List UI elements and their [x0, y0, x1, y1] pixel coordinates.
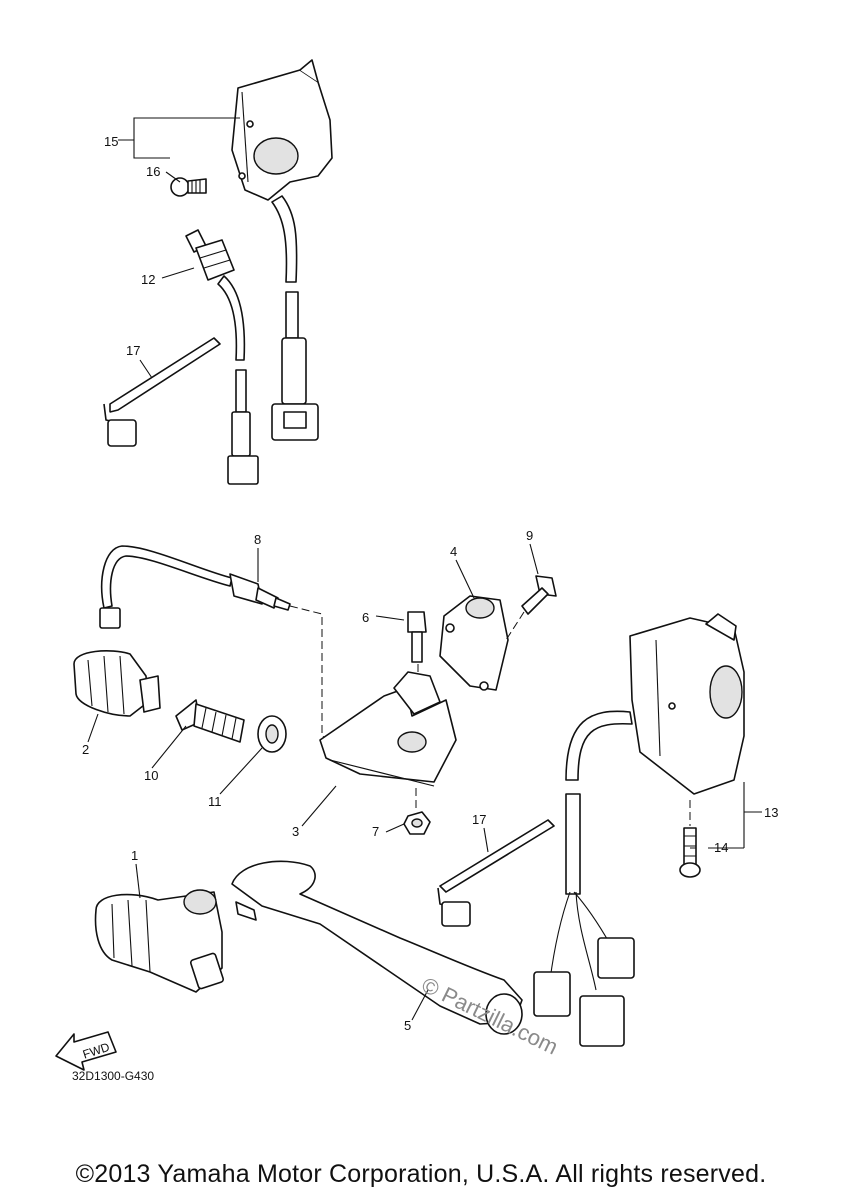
callout-12: 12 [141, 272, 155, 287]
diagram-code: 32D1300-G430 [72, 1069, 154, 1083]
part-5-lever [231, 860, 523, 1035]
part-4-bracket [439, 595, 509, 691]
part-15-cable [271, 195, 319, 441]
part-12-switch [185, 229, 259, 485]
callout-1: 1 [131, 848, 138, 863]
part-8-sensor [99, 545, 291, 629]
part-13-cable [533, 710, 635, 1047]
callout-2: 2 [82, 742, 89, 757]
callout-16: 16 [146, 164, 160, 179]
part-10-adjuster [175, 699, 245, 743]
part-9-bolt [521, 575, 557, 615]
part-17-cable-tie-upper [103, 337, 221, 447]
part-17-cable-tie-lower [437, 819, 555, 927]
part-1-clutch-switch [94, 889, 225, 993]
callout-8: 8 [254, 532, 261, 547]
copyright-notice: ©2013 Yamaha Motor Corporation, U.S.A. A… [75, 1160, 767, 1188]
callout-17-upper: 17 [126, 343, 140, 358]
callout-6: 6 [362, 610, 369, 625]
callout-5: 5 [404, 1018, 411, 1033]
part-15-switch-housing [231, 59, 333, 201]
part-11-locknut [257, 715, 287, 753]
part-2-boot [73, 650, 161, 717]
callout-7: 7 [372, 824, 379, 839]
part-7-nut [403, 811, 431, 835]
part-6-bolt [407, 611, 427, 663]
callout-13: 13 [764, 805, 778, 820]
callout-15: 15 [104, 134, 118, 149]
callout-11: 11 [208, 794, 222, 809]
callout-3: 3 [292, 824, 299, 839]
fwd-arrow-icon: FWD [55, 1031, 117, 1071]
callout-17-lower: 17 [472, 812, 486, 827]
part-13-switch-housing [629, 613, 745, 795]
part-3-lever-holder [319, 671, 457, 787]
callout-9: 9 [526, 528, 533, 543]
callout-14: 14 [714, 840, 728, 855]
part-14-screw [679, 827, 701, 878]
callout-10: 10 [144, 768, 158, 783]
part-16-screw [170, 177, 207, 197]
callout-4: 4 [450, 544, 457, 559]
